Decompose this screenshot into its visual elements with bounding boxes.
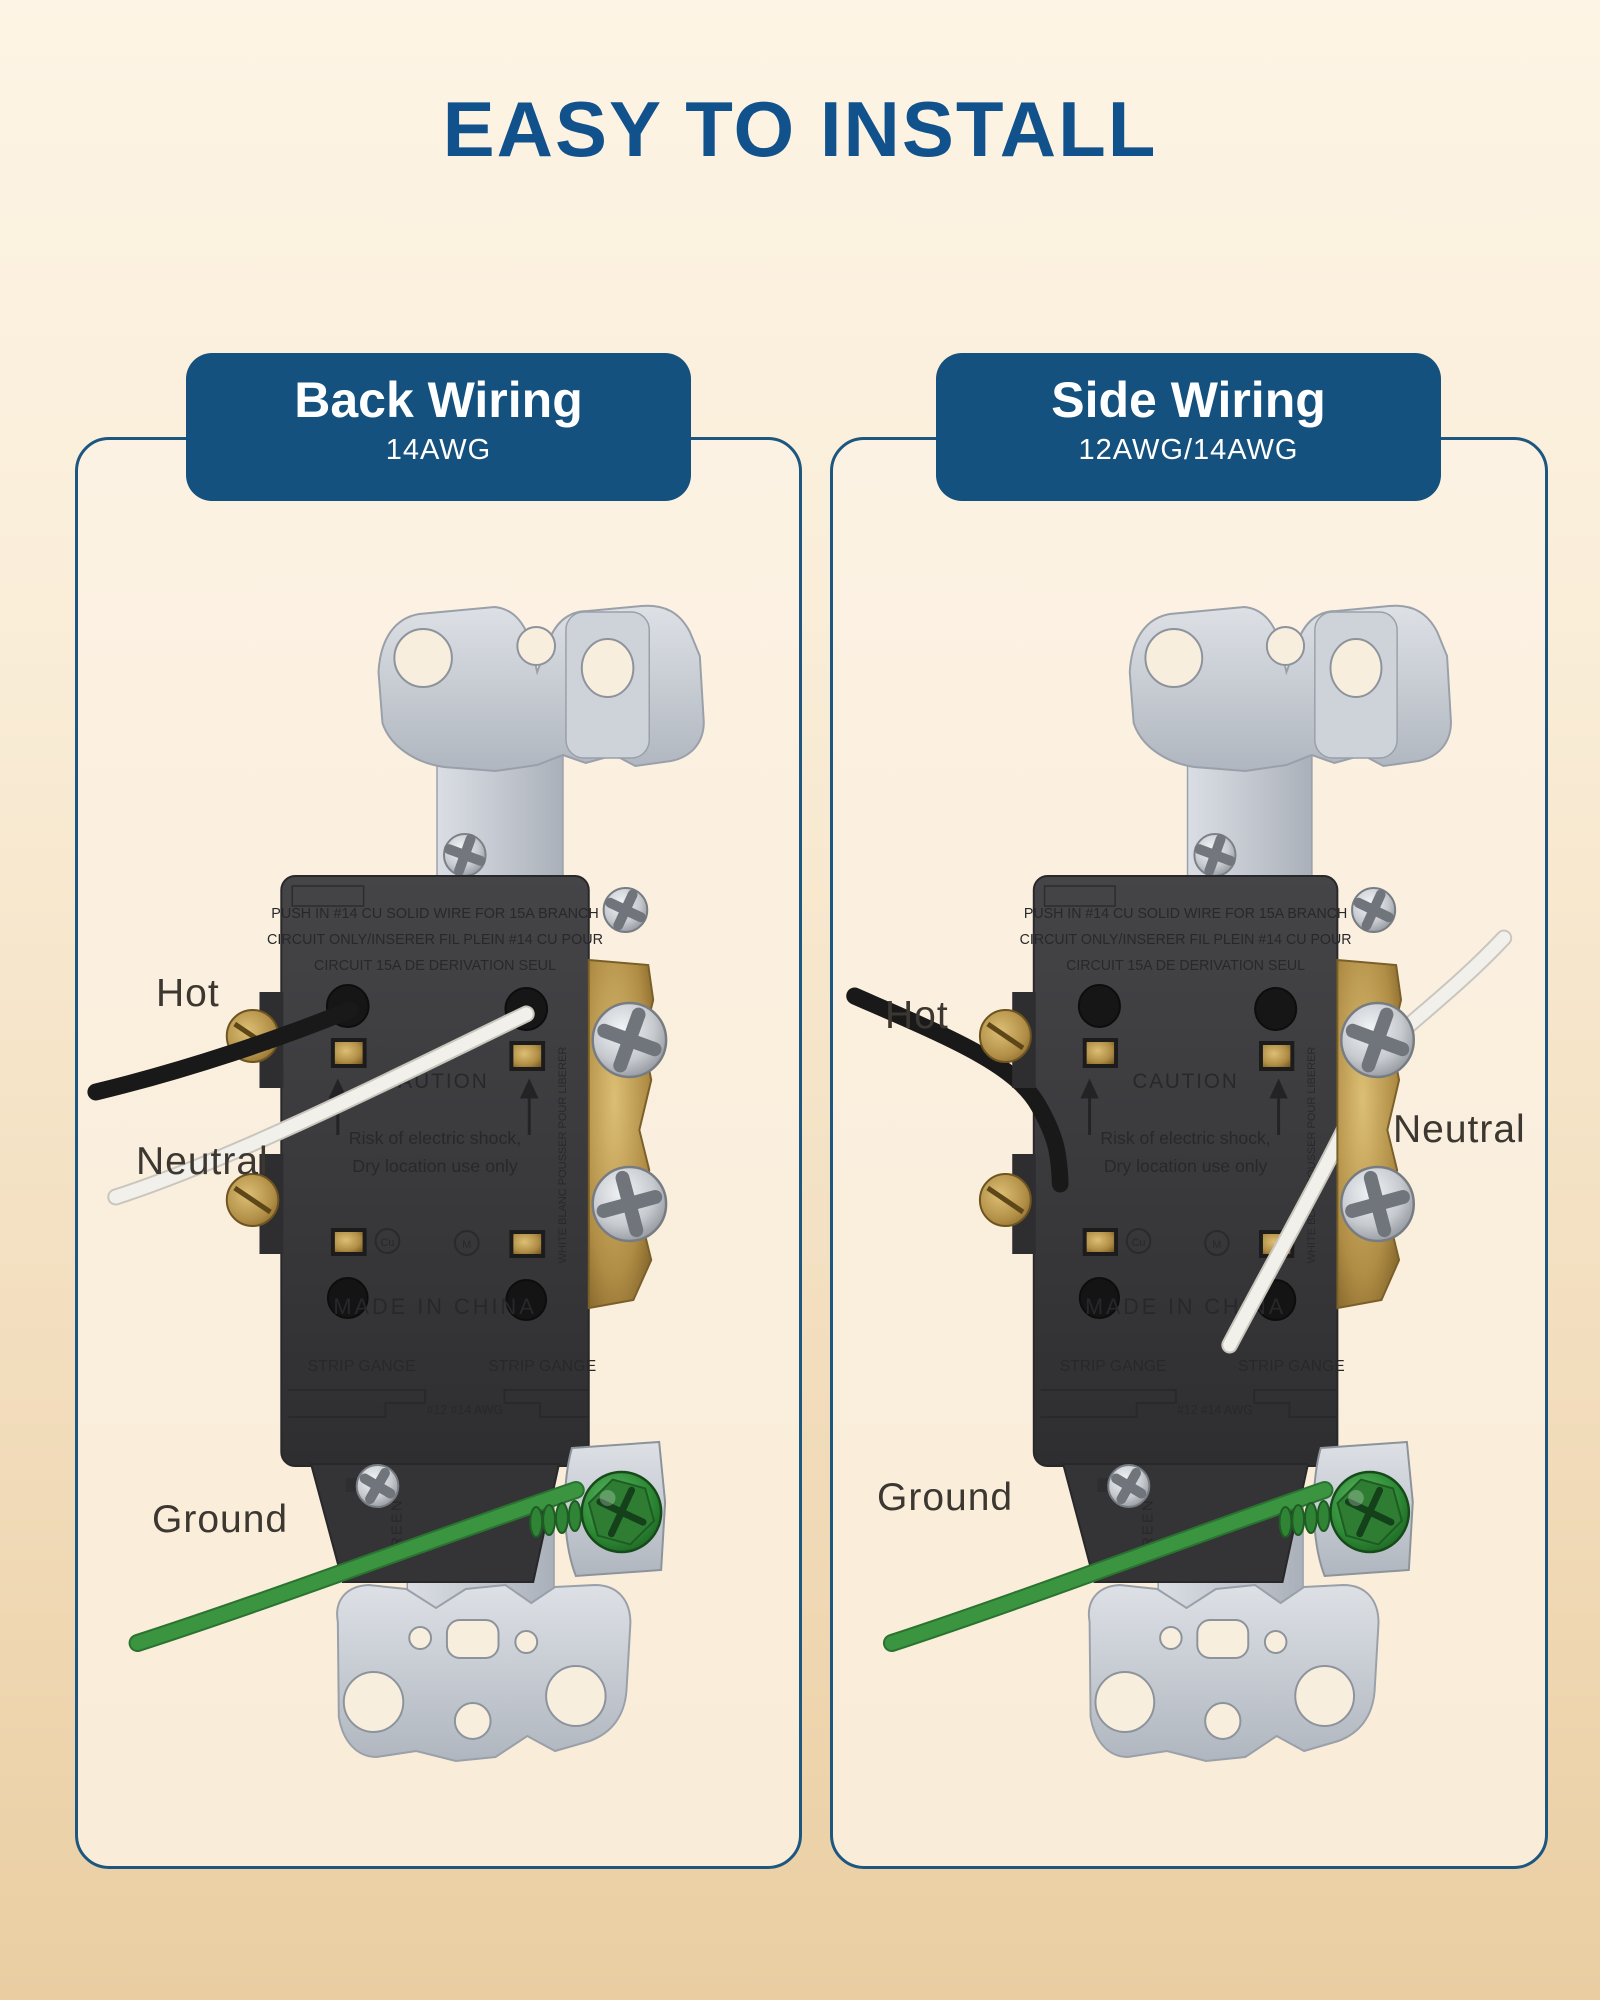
strap-hole (393, 628, 453, 688)
certification-marks: Cu M (374, 1228, 480, 1256)
strap-slot (580, 638, 635, 698)
caution-line1-marking: Risk of electric shock, (349, 1128, 521, 1148)
cu-mark: Cu (380, 1237, 394, 1249)
strip-gauge-groove (1040, 1389, 1177, 1418)
push-in-marking-line2: CIRCUIT ONLY/INSERER FIL PLEIN #14 CU PO… (267, 932, 603, 948)
strap-hole (516, 626, 557, 666)
side-terminal-screw (591, 887, 668, 1243)
m-mark: M (462, 1239, 471, 1251)
top-mounting-strap (1128, 604, 1452, 883)
release-slot (1082, 1038, 1295, 1071)
brass-terminal-screw (978, 1009, 1032, 1227)
bottom-assembly-screw (1097, 1464, 1151, 1508)
back-wiring-panel: PUSH IN #14 CU SOLID WIRE FOR 15A BRANCH… (75, 437, 802, 1869)
back-wiring-title: Back Wiring (294, 372, 583, 428)
back-wiring-wires (87, 1001, 535, 1206)
neutral-wire (109, 1007, 533, 1204)
back-wiring-header: Back Wiring 14AWG (186, 353, 691, 501)
release-slot (330, 1038, 546, 1071)
release-note-marking: WHITE BLANC POUSSER POUR LIBERER (557, 1047, 569, 1264)
page-title: EASY TO INSTALL (442, 85, 1158, 173)
hot-wire (846, 987, 1069, 1193)
back-wire-hole (326, 1277, 369, 1319)
side-wiring-title: Side Wiring (1051, 372, 1326, 428)
ground-screw (1278, 1470, 1411, 1554)
push-in-marking-line3: CIRCUIT 15A DE DERIVATION SEUL (314, 958, 556, 974)
side-wiring-header: Side Wiring 12AWG/14AWG (936, 353, 1441, 501)
ground-wire (882, 1481, 1334, 1652)
ground-wire-label: Ground (152, 1498, 289, 1541)
release-slot (330, 1228, 546, 1258)
strap-hole (1265, 626, 1306, 666)
made-in-marking: MADE IN CHINA (333, 1294, 536, 1319)
caution-line2-marking: Dry location use only (352, 1156, 518, 1176)
strip-gauge-groove (503, 1389, 589, 1418)
neutral-wire-label: Neutral (136, 1140, 269, 1183)
strip-gauge-right-marking: STRIP GANGE (1238, 1358, 1345, 1375)
receptacle-back-illustration: PUSH IN #14 CU SOLID WIRE FOR 15A BRANCH… (87, 604, 705, 1763)
push-in-marking-line3: CIRCUIT 15A DE DERIVATION SEUL (1066, 958, 1305, 974)
release-note-marking: WHITE BLANC POUSSER POUR LIBERER (1306, 1046, 1318, 1263)
ground-wire-label: Ground (877, 1476, 1014, 1519)
hot-wire-label: Hot (156, 972, 220, 1015)
neutral-wire-label: Neutral (1393, 1108, 1526, 1151)
side-wiring-panel: PUSH IN #14 CU SOLID WIRE FOR 15A BRANCH… (830, 437, 1548, 1869)
strip-gauge-groove (288, 1389, 427, 1418)
back-wiring-subtitle: 14AWG (385, 434, 492, 466)
back-wire-hole (1254, 987, 1298, 1031)
awg-note-marking: #12 #14 AWG (426, 1403, 503, 1417)
cu-mark: Cu (1132, 1237, 1146, 1249)
certification-marks: Cu M (1125, 1228, 1230, 1256)
side-terminal-screw (1340, 887, 1415, 1243)
strip-gauge-groove (1253, 1389, 1338, 1418)
ground-wire (128, 1481, 585, 1652)
back-wire-hole (505, 1279, 548, 1321)
receptacle-body: PUSH IN #14 CU SOLID WIRE FOR 15A BRANCH… (267, 875, 603, 1583)
strip-gauge-right-marking: STRIP GANGE (488, 1358, 596, 1375)
ground-screw (529, 1470, 663, 1554)
receptacle-back-illustration: PUSH IN #14 CU SOLID WIRE FOR 15A BRANCH… (846, 604, 1513, 1763)
hot-wire-label: Hot (885, 994, 949, 1037)
back-wire-hole (1078, 1277, 1120, 1319)
strip-gauge-left-marking: STRIP GANGE (1060, 1358, 1167, 1375)
side-wiring-subtitle: 12AWG/14AWG (1078, 434, 1299, 466)
strap-slot (1329, 638, 1383, 698)
push-in-marking-line1: PUSH IN #14 CU SOLID WIRE FOR 15A BRANCH (1024, 906, 1347, 922)
receptacle-body: PUSH IN #14 CU SOLID WIRE FOR 15A BRANCH… (1020, 875, 1352, 1583)
strip-gauge-left-marking: STRIP GANGE (308, 1358, 416, 1375)
back-wire-hole (1077, 984, 1121, 1028)
caution-line1-marking: Risk of electric shock, (1100, 1128, 1270, 1148)
strap-hole (1144, 628, 1204, 688)
top-mounting-strap (377, 604, 705, 883)
push-in-marking-line1: PUSH IN #14 CU SOLID WIRE FOR 15A BRANCH (271, 906, 599, 922)
bottom-assembly-screw (345, 1464, 400, 1508)
push-in-marking-line2: CIRCUIT ONLY/INSERER FIL PLEIN #14 CU PO… (1020, 932, 1352, 948)
strap-screw (1193, 833, 1237, 877)
hot-wire (87, 1001, 359, 1101)
m-mark: M (1212, 1239, 1221, 1251)
caution-line2-marking: Dry location use only (1104, 1156, 1268, 1176)
awg-note-marking: #12 #14 AWG (1177, 1403, 1253, 1417)
caution-title-marking: CAUTION (1132, 1070, 1238, 1093)
release-arrow (1080, 1078, 1288, 1135)
